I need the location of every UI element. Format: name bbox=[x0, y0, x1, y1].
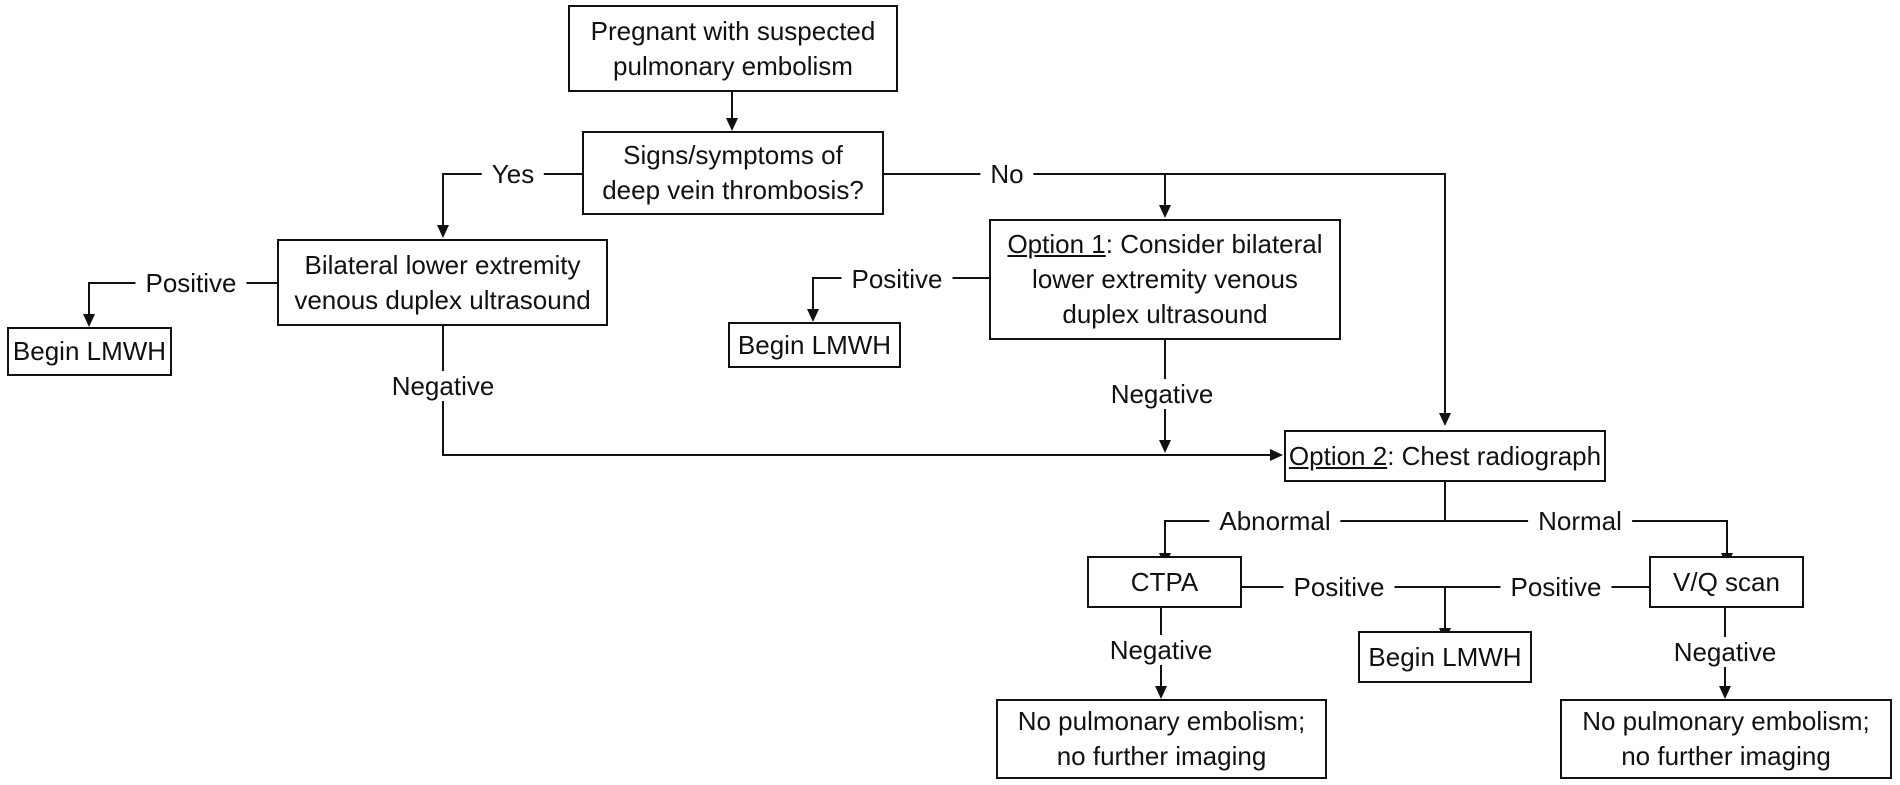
edge-label-no: No bbox=[980, 159, 1034, 189]
no-pe-right-line1: No pulmonary embolism; bbox=[1582, 706, 1870, 736]
start-line1: Pregnant with suspected bbox=[590, 15, 876, 46]
edge-label-negative-left: Negative bbox=[381, 371, 505, 401]
edge-label-positive-ctpa: Positive bbox=[1283, 572, 1395, 602]
option2-label: Option 2 bbox=[1288, 440, 1388, 471]
arrowhead bbox=[1159, 440, 1171, 453]
arrowhead bbox=[83, 314, 95, 327]
dvt-question-node: Signs/symptoms of deep vein thrombosis? bbox=[582, 131, 884, 215]
no-pe-left-line1: No pulmonary embolism; bbox=[1017, 706, 1306, 736]
dvt-question-line1: Signs/symptoms of bbox=[623, 140, 843, 170]
option1-line1: : Consider bilateral bbox=[1105, 229, 1323, 259]
connector bbox=[731, 92, 733, 120]
arrowhead bbox=[1439, 413, 1451, 426]
no-pe-left-line2: no further imaging bbox=[1056, 741, 1267, 771]
bilateral-duplex-node: Bilateral lower extremity venous duplex u… bbox=[277, 239, 608, 326]
connector bbox=[1444, 586, 1446, 630]
connector bbox=[1444, 173, 1446, 413]
ctpa-text: CTPA bbox=[1130, 566, 1199, 597]
edge-label-positive-vq: Positive bbox=[1500, 572, 1612, 602]
edge-label-positive-mid: Positive bbox=[841, 264, 953, 294]
connector bbox=[442, 454, 1272, 456]
begin-lmwh-mid-text: Begin LMWH bbox=[737, 329, 892, 360]
edge-label-positive-left: Positive bbox=[135, 268, 247, 298]
arrowhead bbox=[1719, 686, 1731, 699]
connector bbox=[1164, 173, 1166, 205]
edge-label-negative-vq: Negative bbox=[1663, 637, 1787, 667]
begin-lmwh-bottom-node: Begin LMWH bbox=[1358, 631, 1532, 683]
begin-lmwh-mid-node: Begin LMWH bbox=[728, 322, 901, 368]
edge-label-normal: Normal bbox=[1528, 506, 1632, 536]
edge-label-negative-ctpa: Negative bbox=[1099, 635, 1223, 665]
start-line2: pulmonary embolism bbox=[613, 50, 853, 81]
begin-lmwh-left-node: Begin LMWH bbox=[7, 327, 172, 376]
connector bbox=[1164, 520, 1728, 522]
no-pe-right-line2: no further imaging bbox=[1621, 741, 1831, 771]
edge-label-abnormal: Abnormal bbox=[1209, 506, 1341, 536]
dvt-question-line2: deep vein thrombosis? bbox=[602, 175, 864, 205]
ctpa-node: CTPA bbox=[1087, 556, 1242, 608]
begin-lmwh-left-text: Begin LMWH bbox=[12, 336, 167, 366]
option1-line2: lower extremity venous bbox=[1032, 264, 1298, 294]
no-pe-left-node: No pulmonary embolism; no further imaging bbox=[996, 699, 1327, 779]
connector bbox=[442, 173, 444, 227]
edge-label-negative-mid: Negative bbox=[1100, 379, 1224, 409]
bilateral-duplex-line2: venous duplex ultrasound bbox=[294, 284, 591, 315]
arrowhead bbox=[726, 118, 738, 131]
arrowhead bbox=[1270, 449, 1283, 461]
option1-label: Option 1 bbox=[1007, 229, 1106, 259]
arrowhead bbox=[1159, 205, 1171, 218]
option2-node: Option 2: Chest radiograph bbox=[1284, 430, 1606, 482]
option2-text: : Chest radiograph bbox=[1387, 440, 1602, 471]
connector bbox=[1242, 586, 1650, 588]
no-pe-right-node: No pulmonary embolism; no further imaging bbox=[1560, 699, 1892, 779]
arrowhead bbox=[437, 225, 449, 238]
connector bbox=[1444, 482, 1446, 522]
connector bbox=[1164, 520, 1166, 555]
edge-label-yes: Yes bbox=[481, 159, 545, 189]
arrowhead bbox=[807, 309, 819, 322]
vq-scan-node: V/Q scan bbox=[1649, 556, 1804, 608]
option1-node: Option 1: Consider bilateral lower extrem… bbox=[989, 219, 1341, 340]
connector bbox=[812, 277, 814, 311]
begin-lmwh-bottom-text: Begin LMWH bbox=[1368, 641, 1522, 672]
arrowhead bbox=[1155, 686, 1167, 699]
option1-line3: duplex ultrasound bbox=[1062, 299, 1268, 329]
connector bbox=[88, 282, 90, 316]
vq-scan-text: V/Q scan bbox=[1673, 566, 1780, 597]
connector bbox=[1726, 520, 1728, 555]
start-node: Pregnant with suspected pulmonary embolis… bbox=[568, 5, 898, 92]
bilateral-duplex-line1: Bilateral lower extremity bbox=[304, 249, 581, 280]
